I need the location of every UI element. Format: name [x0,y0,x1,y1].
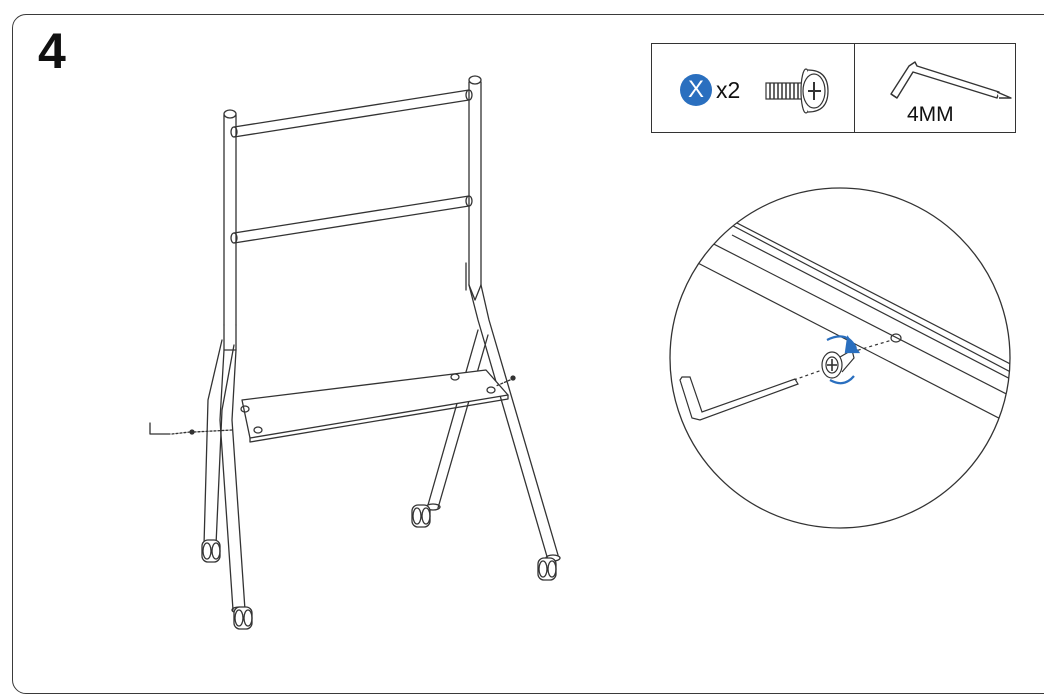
tool-size-label: 4MM [907,103,954,126]
rear-legs [202,329,489,549]
part-letter-badge: X [680,74,712,106]
detail-view [669,187,1011,529]
step-number: 4 [38,23,66,79]
hex-key-detail [679,376,799,421]
crossbars [230,89,473,244]
part-quantity: x2 [716,77,741,103]
hex-key-icon [890,61,1012,99]
screw-small [495,375,516,387]
stand-illustration [149,75,561,630]
screw-icon [765,68,829,114]
hex-key-small [149,422,233,435]
part-hex-key: 4MM [855,44,1015,132]
screw-detail [821,349,855,379]
parts-list: X x2 4MM [651,43,1016,133]
shelf [240,369,509,443]
part-screw: X x2 [652,44,855,132]
rotation-arrow-icon [826,335,861,385]
caster-wheels [201,504,557,630]
left-upright [219,109,247,614]
right-upright [465,75,561,562]
